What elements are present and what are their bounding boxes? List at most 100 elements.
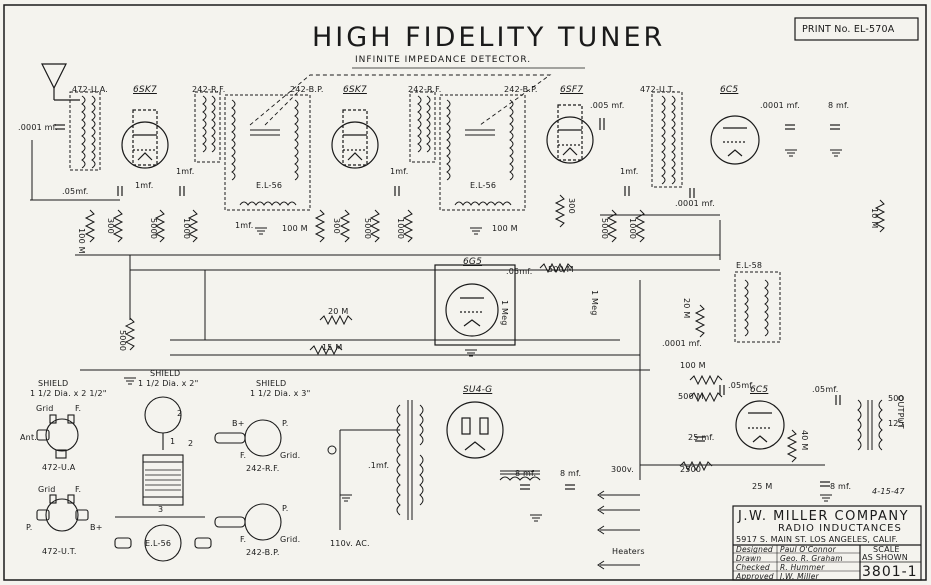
tube-label-v6: SU4-G bbox=[463, 385, 493, 395]
shield2-title: SHIELD bbox=[150, 369, 181, 378]
tb-drawing-number: 3801-1 bbox=[862, 564, 918, 580]
title-block bbox=[732, 505, 922, 581]
resistor-label-r3: 5000 bbox=[149, 218, 158, 240]
tube-label-v3: 6SF7 bbox=[560, 85, 584, 95]
print-number: PRINT No. EL-570A bbox=[802, 24, 895, 35]
shield3-pin-bplus: B+ bbox=[232, 419, 245, 428]
coil-bp2 bbox=[439, 94, 526, 211]
tb-approved-key: Approved bbox=[736, 572, 774, 581]
tb-approved-val: J.W. Miller bbox=[780, 572, 819, 581]
shield5-pin-grid: Grid. bbox=[280, 535, 301, 544]
shield1-title: SHIELD bbox=[38, 379, 69, 388]
cap-label-c1: .05mf. bbox=[62, 187, 89, 196]
cap-label-c11: .05mf. bbox=[506, 267, 533, 276]
resistor-label-r5: 100 M bbox=[282, 224, 308, 233]
tb-designed-key: Designed bbox=[736, 545, 773, 554]
resistor-label-r8: 1000 bbox=[396, 218, 405, 240]
resistor-label-r23: 2500 bbox=[680, 465, 702, 474]
resistor-label-r20: 100 M bbox=[680, 361, 706, 370]
coil-ant bbox=[69, 91, 101, 171]
coil-rf1 bbox=[194, 91, 221, 163]
shield1-name: 472-U.A bbox=[42, 463, 76, 472]
coil-el58 bbox=[734, 271, 781, 343]
shield3-pin-f: F. bbox=[240, 451, 247, 460]
cap-label-c16: 8 mf. bbox=[830, 482, 852, 491]
coil-label-bp1: 242-B.P. bbox=[290, 85, 324, 94]
tb-scale-value: AS SHOWN bbox=[862, 553, 908, 562]
resistor-label-r18: 1 Meg bbox=[590, 290, 599, 316]
heaters-label: Heaters bbox=[612, 547, 645, 556]
tube-v7 bbox=[735, 400, 785, 450]
cap-label-c7: .005 mf. bbox=[590, 101, 625, 110]
resistor-label-r19: 20 M bbox=[682, 298, 691, 319]
tube-label-v4: 6C5 bbox=[720, 85, 739, 95]
cap-label-c15: 25 mf. bbox=[688, 433, 715, 442]
tube-v1 bbox=[121, 109, 169, 169]
b-plus-label: 300v. bbox=[611, 465, 634, 474]
cap-label-ant: .0001 mf. bbox=[18, 123, 58, 132]
cap-label-c14: .05mf. bbox=[812, 385, 839, 394]
power-transformer bbox=[327, 400, 424, 530]
resistor-label-r17: 500 M bbox=[548, 265, 574, 274]
shield1-pin-ant: Ant. bbox=[20, 433, 38, 442]
cap-label-c18: 8 mf. bbox=[560, 469, 582, 478]
shield3-name: 242-R.F. bbox=[246, 464, 280, 473]
tube-v3 bbox=[546, 104, 594, 164]
tube-v5 bbox=[434, 264, 516, 346]
cap-label-c9: .0001 mf. bbox=[675, 199, 715, 208]
page-subtitle: INFINITE IMPEDANCE DETECTOR. bbox=[355, 55, 532, 65]
drawing-date: 4-15-47 bbox=[872, 487, 905, 496]
company-name: J.W. MILLER COMPANY bbox=[738, 509, 910, 524]
cap-label-c3: 1mf. bbox=[176, 167, 195, 176]
coil-label-rf1: 242-R.F. bbox=[192, 85, 226, 94]
coil-rf2 bbox=[409, 91, 436, 163]
tb-designed-val: Paul O'Connor bbox=[780, 545, 836, 554]
tb-checked-key: Checked bbox=[736, 563, 770, 572]
shield5-name: 242-B.P. bbox=[246, 548, 280, 557]
cap-label-c2: 1mf. bbox=[135, 181, 154, 190]
shield2-pin-c: 2 bbox=[188, 439, 194, 448]
shield-242rf bbox=[214, 419, 282, 457]
shield-242bp bbox=[214, 503, 282, 541]
capacitors bbox=[55, 118, 841, 490]
resistor-label-r24: 25 M bbox=[752, 482, 773, 491]
shield2-name: E.L-56 bbox=[145, 539, 172, 548]
shield3-dim: 1 1/2 Dia. x 3" bbox=[250, 389, 311, 398]
cap-label-c10: 8 mf. bbox=[828, 101, 850, 110]
output-impedance: 500 bbox=[888, 394, 904, 403]
company-address: 5917 S. MAIN ST. LOS ANGELES, CALIF. bbox=[736, 535, 898, 544]
tube-v6 bbox=[446, 401, 504, 459]
print-number-box bbox=[794, 17, 919, 41]
tube-label-v7: 6C5 bbox=[750, 385, 769, 395]
cap-label-c19: .1mf. bbox=[368, 461, 390, 470]
shield1-pin-grid: Grid bbox=[36, 404, 54, 413]
shield2-pin-d: 3 bbox=[158, 505, 164, 514]
coil-label-el56b: E.L-56 bbox=[470, 181, 497, 190]
shield4-pin-f: F. bbox=[75, 485, 82, 494]
shield1-dim: 1 1/2 Dia. x 2 1/2" bbox=[30, 389, 107, 398]
resistor-label-r7: 5000 bbox=[363, 218, 372, 240]
shield4-pin-p: P. bbox=[26, 523, 33, 532]
resistor-label-r15: 15 M bbox=[322, 343, 343, 352]
resistor-label-r9: 100 M bbox=[492, 224, 518, 233]
cap-label-c6: 1mf. bbox=[620, 167, 639, 176]
coil-label-el58: E.L-58 bbox=[736, 261, 763, 270]
ac-input-label: 110v. AC. bbox=[330, 539, 370, 548]
coil-label-rf2: 242-R.F. bbox=[408, 85, 442, 94]
filter-choke bbox=[499, 470, 541, 481]
cap-label-c4: 1mf. bbox=[235, 221, 254, 230]
tb-drawn-val: Geo. R. Graham bbox=[780, 554, 843, 563]
company-subtitle: RADIO INDUCTANCES bbox=[778, 523, 902, 534]
cap-label-c5: 1mf. bbox=[390, 167, 409, 176]
resistor-label-r11: 5000 bbox=[600, 218, 609, 240]
shield4-pin-bplus: B+ bbox=[90, 523, 103, 532]
coil-label-bp2: 242-B.P. bbox=[504, 85, 538, 94]
cap-label-c13: .05mf. bbox=[728, 381, 755, 390]
resistor-label-r21: 500 M bbox=[678, 392, 704, 401]
cap-label-c17: 8 mf. bbox=[515, 469, 537, 478]
resistor-label-r14: 20 M bbox=[328, 307, 349, 316]
coil-bp1 bbox=[224, 94, 311, 211]
tube-v4 bbox=[710, 115, 760, 165]
page-title: HIGH FIDELITY TUNER bbox=[312, 22, 666, 53]
